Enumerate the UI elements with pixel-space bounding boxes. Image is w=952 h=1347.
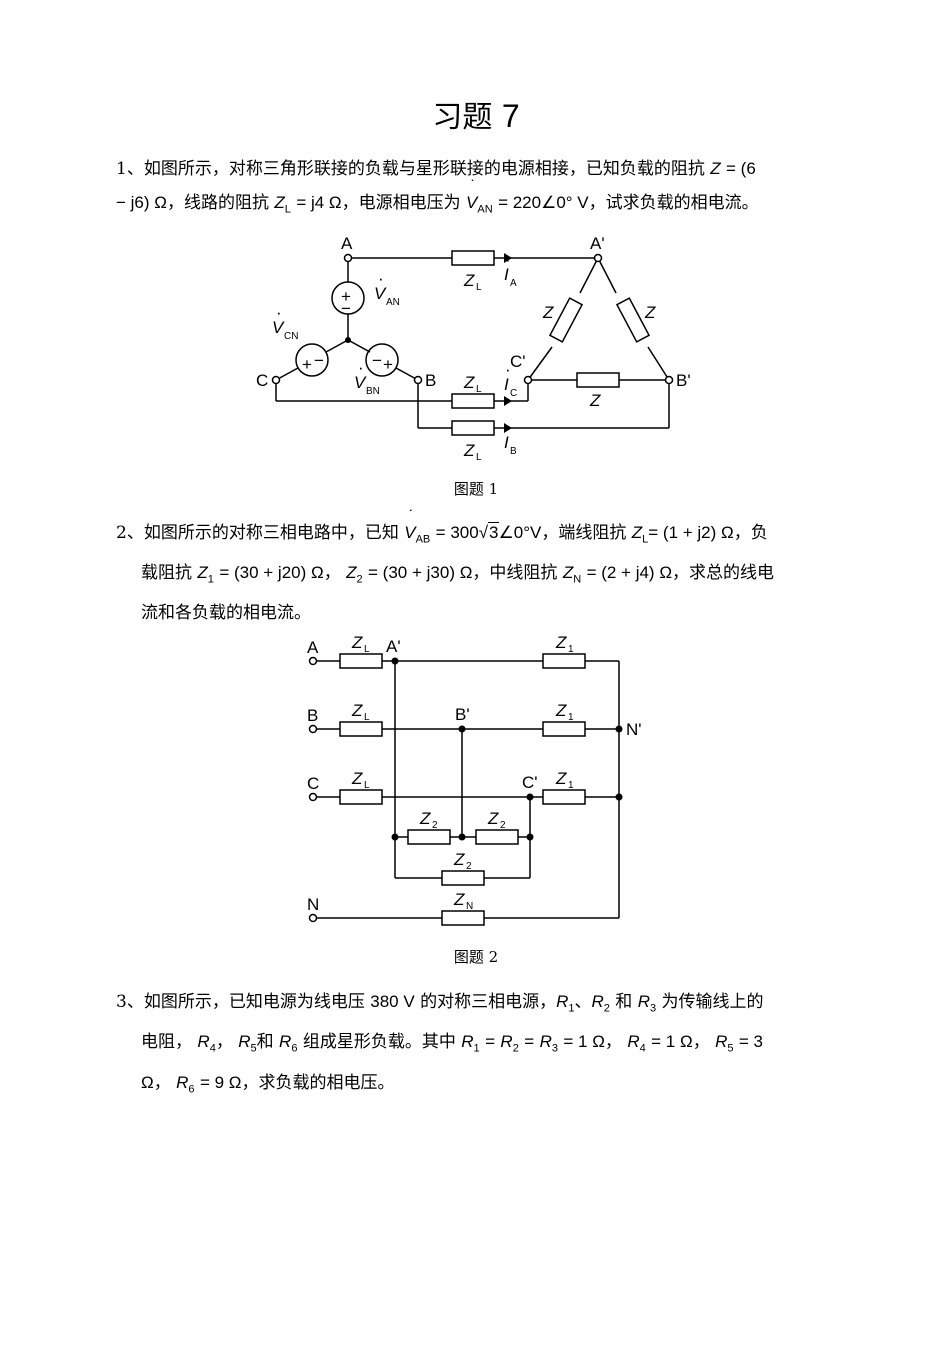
- label-z2-bc-sub: 2: [500, 820, 506, 831]
- dot-v-bn: ·: [358, 358, 364, 377]
- label-z1-c: Z: [555, 769, 567, 788]
- node-label-b-prime: B': [676, 371, 691, 390]
- label-z2-ab-sub: 2: [432, 820, 438, 831]
- label-v-cn-sub: CN: [284, 331, 298, 342]
- node-label-a: A: [341, 234, 353, 253]
- label-z2-ca: Z: [453, 850, 465, 869]
- label-zn-sub: N: [466, 901, 473, 912]
- node-label-c-prime: C': [522, 773, 538, 792]
- label-z-ab: Z: [644, 303, 656, 322]
- dot-i-c: ·: [505, 360, 511, 379]
- source-minus-sign: −: [341, 299, 351, 318]
- label-zl-b: Z: [351, 701, 363, 720]
- dot-i-a: ·: [505, 250, 511, 269]
- figure-1-caption: 图题 1: [453, 480, 499, 498]
- label-zl-a: Z: [463, 271, 475, 290]
- node-label-b-prime: B': [455, 705, 470, 724]
- figure-2-caption: 图题 2: [453, 948, 499, 966]
- node-label-b: B: [425, 371, 436, 390]
- node-label-a-prime: A': [590, 234, 605, 253]
- label-i-b-sub: B: [510, 446, 517, 457]
- terminal-label-a: A: [307, 638, 319, 657]
- problem-3: 3、如图所示，已知电源为线电压 380 V 的对称三相电源，R1、R2 和 R3…: [116, 992, 764, 1096]
- label-v-an-sub: AN: [386, 297, 400, 308]
- node-label-a-prime: A': [386, 637, 401, 656]
- figure-1-circuit: + − − + + − A A' C B C' B' Z L Z L Z L Z…: [256, 234, 691, 463]
- label-zl-c-sub: L: [476, 384, 482, 395]
- label-zl-b-sub: L: [364, 712, 370, 723]
- source-cn-plus: +: [302, 355, 312, 374]
- label-z1-a: Z: [555, 633, 567, 652]
- node-label-c: C: [256, 371, 268, 390]
- label-zl-a-sub: L: [364, 644, 370, 655]
- label-zl-a: Z: [351, 633, 363, 652]
- label-z-ca: Z: [542, 303, 554, 322]
- label-v-bn: V: [354, 373, 367, 392]
- label-zl-b: Z: [463, 441, 475, 460]
- label-zl-a-sub: L: [476, 282, 482, 293]
- label-z1-b: Z: [555, 701, 567, 720]
- label-zl-c: Z: [463, 373, 475, 392]
- node-label-n-prime: N': [626, 720, 642, 739]
- label-i-c: I: [504, 375, 509, 394]
- label-zn: Z: [453, 890, 465, 909]
- label-z1-a-sub: 1: [568, 644, 574, 655]
- label-z1-c-sub: 1: [568, 780, 574, 791]
- source-cn-minus: −: [314, 351, 324, 370]
- source-plus-sign: +: [341, 287, 351, 306]
- problem-2: 2、如图所示的对称三相电路中，已知 VAB = 300√3∠0°V，端线阻抗 Z…: [116, 500, 840, 630]
- terminal-label-n: N: [307, 895, 319, 914]
- source-bn-minus: −: [372, 351, 382, 370]
- label-z1-b-sub: 1: [568, 712, 574, 723]
- label-z2-ab: Z: [419, 809, 431, 828]
- dot-v-cn: ·: [276, 303, 282, 322]
- label-i-a: I: [504, 265, 509, 284]
- source-bn-plus: +: [383, 355, 393, 374]
- problem-1: 1、如图所示，对称三角形联接的负载与星形联接的电源相接，已知负载的阻抗 Z = …: [116, 152, 840, 226]
- dot-v-an: ·: [378, 269, 384, 288]
- label-v-cn: V: [272, 318, 285, 337]
- label-i-c-sub: C: [510, 388, 517, 399]
- label-zl-c-sub: L: [364, 780, 370, 791]
- figure-2-circuit: A B C N A' B' C' N' Z L Z L Z L Z 1 Z 1 …: [307, 633, 642, 926]
- dot-i-b: ·: [505, 418, 511, 437]
- label-i-a-sub: A: [510, 278, 517, 289]
- node-label-c-prime: C': [510, 352, 526, 371]
- label-z2-bc: Z: [487, 809, 499, 828]
- terminal-label-c: C: [307, 774, 319, 793]
- label-z2-ca-sub: 2: [466, 861, 472, 872]
- label-v-bn-sub: BN: [366, 386, 380, 397]
- label-i-b: I: [504, 433, 509, 452]
- label-zl-c: Z: [351, 769, 363, 788]
- label-z-bc: Z: [589, 391, 601, 410]
- label-zl-b-sub: L: [476, 452, 482, 463]
- label-v-an: V: [374, 284, 387, 303]
- page-title: 习题 7: [432, 98, 520, 135]
- terminal-label-b: B: [307, 706, 318, 725]
